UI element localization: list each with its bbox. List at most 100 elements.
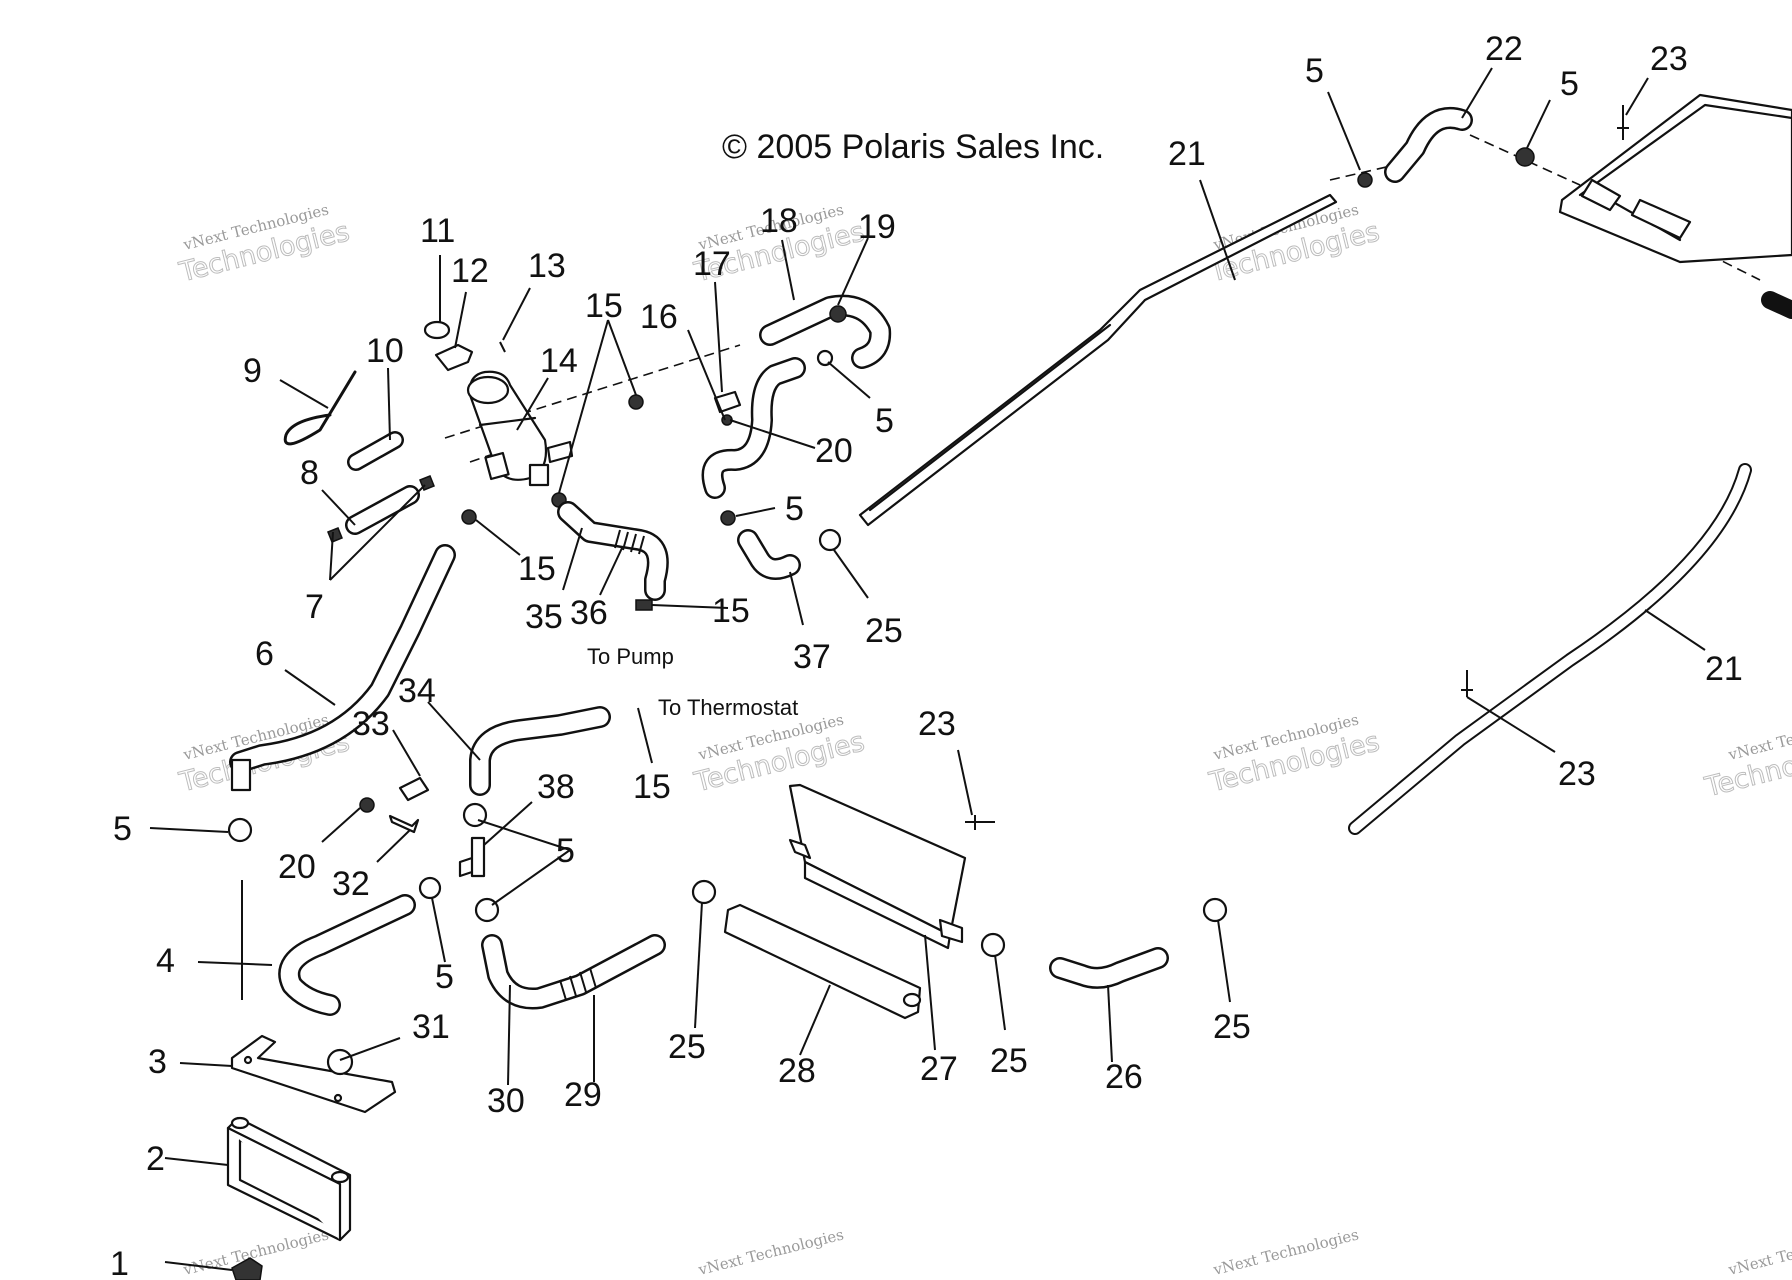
callout-15: 15 (712, 592, 750, 630)
part-5-clamp (1357, 172, 1373, 188)
part-33-clip (398, 776, 430, 802)
part-27-mounting-bracket (788, 783, 967, 950)
callout-25: 25 (865, 612, 903, 650)
watermark: vNext Technologies Technologies (1205, 710, 1383, 799)
watermark: vNext Technologies (1211, 1225, 1361, 1279)
callout-18: 18 (760, 202, 798, 240)
callout-22: 22 (1485, 30, 1523, 68)
watermark: vNext Technologies Technologies (690, 710, 868, 799)
part-16-hose (701, 357, 806, 499)
part-5-clamp (418, 876, 442, 900)
callout-27: 27 (920, 1050, 958, 1088)
part-12-clip (434, 343, 474, 372)
callout-20: 20 (278, 848, 316, 886)
callout-21: 21 (1168, 135, 1206, 173)
callout-5: 5 (435, 958, 454, 996)
callout-35: 35 (525, 598, 563, 636)
part-22-hose (1384, 106, 1473, 183)
part-25-clamp (691, 879, 717, 905)
callout-12: 12 (451, 252, 489, 290)
callout-32: 32 (332, 865, 370, 903)
part-7-fitting (327, 527, 343, 543)
part-6-hose-end (230, 758, 252, 792)
callout-2: 2 (146, 1140, 165, 1178)
part-6-hose (229, 544, 456, 773)
part-31-clamp (326, 1048, 354, 1076)
part-13-vent (499, 341, 506, 353)
callout-9: 9 (243, 352, 262, 390)
watermark: vNext Technologies Technologies (175, 200, 353, 289)
svg-text:vNext Technologies: vNext Technologies (696, 1225, 846, 1279)
callout-5: 5 (1305, 52, 1324, 90)
part-25-clamp (1202, 897, 1228, 923)
callout-15: 15 (585, 287, 623, 325)
part-1-screw (231, 1257, 263, 1280)
callout-17: 17 (693, 245, 731, 283)
callout-29: 29 (564, 1076, 602, 1114)
callout-5: 5 (875, 402, 894, 440)
callout-31: 31 (412, 1008, 450, 1046)
part-23-bolt (1461, 670, 1473, 697)
callout-20: 20 (815, 432, 853, 470)
part-38-tee (458, 836, 486, 878)
callout-8: 8 (300, 454, 319, 492)
part-15-clamp (628, 394, 644, 410)
callout-5: 5 (1560, 65, 1579, 103)
part-3-bracket-plate (230, 1034, 397, 1114)
svg-text:vNext Technologies: vNext Technologies (1726, 1225, 1792, 1279)
callout-23: 23 (1650, 40, 1688, 78)
callout-3: 3 (148, 1043, 167, 1081)
part-18-hose (759, 294, 892, 369)
callout-13: 13 (528, 247, 566, 285)
callout-7: 7 (305, 588, 324, 626)
part-20-nut (359, 797, 375, 813)
part-5-clamp (227, 817, 253, 843)
note-to-thermostat: To Thermostat (658, 695, 798, 720)
watermarks: vNext Technologies Technologies vNext Te… (175, 200, 1792, 1279)
callout-25: 25 (668, 1028, 706, 1066)
part-17-clip (713, 390, 742, 414)
part-15-clamp (635, 599, 653, 611)
part-29-30-hose (481, 934, 666, 1010)
part-21-coolant-tube-lower (1348, 463, 1752, 835)
part-25-clamp (980, 932, 1006, 958)
callout-28: 28 (778, 1052, 816, 1090)
part-10-tube (347, 431, 404, 471)
callout-23: 23 (918, 705, 956, 743)
part-8-tube (345, 485, 420, 535)
callout-14: 14 (540, 342, 578, 380)
callout-5: 5 (785, 490, 804, 528)
callout-21: 21 (1705, 650, 1743, 688)
leader-lines (149, 67, 1706, 1271)
callout-6: 6 (255, 635, 274, 673)
callout-16: 16 (640, 298, 678, 336)
callout-1: 1 (110, 1245, 129, 1280)
callout-5: 5 (556, 832, 575, 870)
part-23-bolt (965, 815, 995, 830)
part-15-clamp (461, 509, 477, 525)
watermark: vNext Technologies (1726, 1225, 1792, 1279)
callout-5: 5 (113, 810, 132, 848)
note-to-pump: To Pump (587, 644, 674, 669)
callout-4: 4 (156, 942, 175, 980)
svg-text:vNext Technologies: vNext Technologies (1211, 1225, 1361, 1279)
part-5-clamp (720, 510, 736, 526)
callout-11: 11 (420, 212, 455, 250)
part-14-coolant-reservoir (466, 370, 574, 487)
part-35-36-pump-hose (557, 501, 669, 601)
callout-38: 38 (537, 768, 575, 806)
part-32-bolt (388, 814, 420, 834)
callout-25: 25 (1213, 1008, 1251, 1046)
callout-15: 15 (518, 550, 556, 588)
copyright-notice: © 2005 Polaris Sales Inc. (722, 128, 1104, 166)
callouts: 1 2 3 4 5 6 7 8 9 10 11 12 13 14 15 15 1… (110, 30, 1743, 1280)
part-11-cap (423, 320, 451, 340)
callout-26: 26 (1105, 1058, 1143, 1096)
watermark: vNext Technologies Technologies (1701, 710, 1792, 804)
callout-25: 25 (990, 1042, 1028, 1080)
part-23-bolt (1617, 105, 1629, 140)
callout-36: 36 (570, 594, 608, 632)
radiator-assembly (1558, 93, 1792, 319)
callout-19: 19 (858, 208, 896, 246)
